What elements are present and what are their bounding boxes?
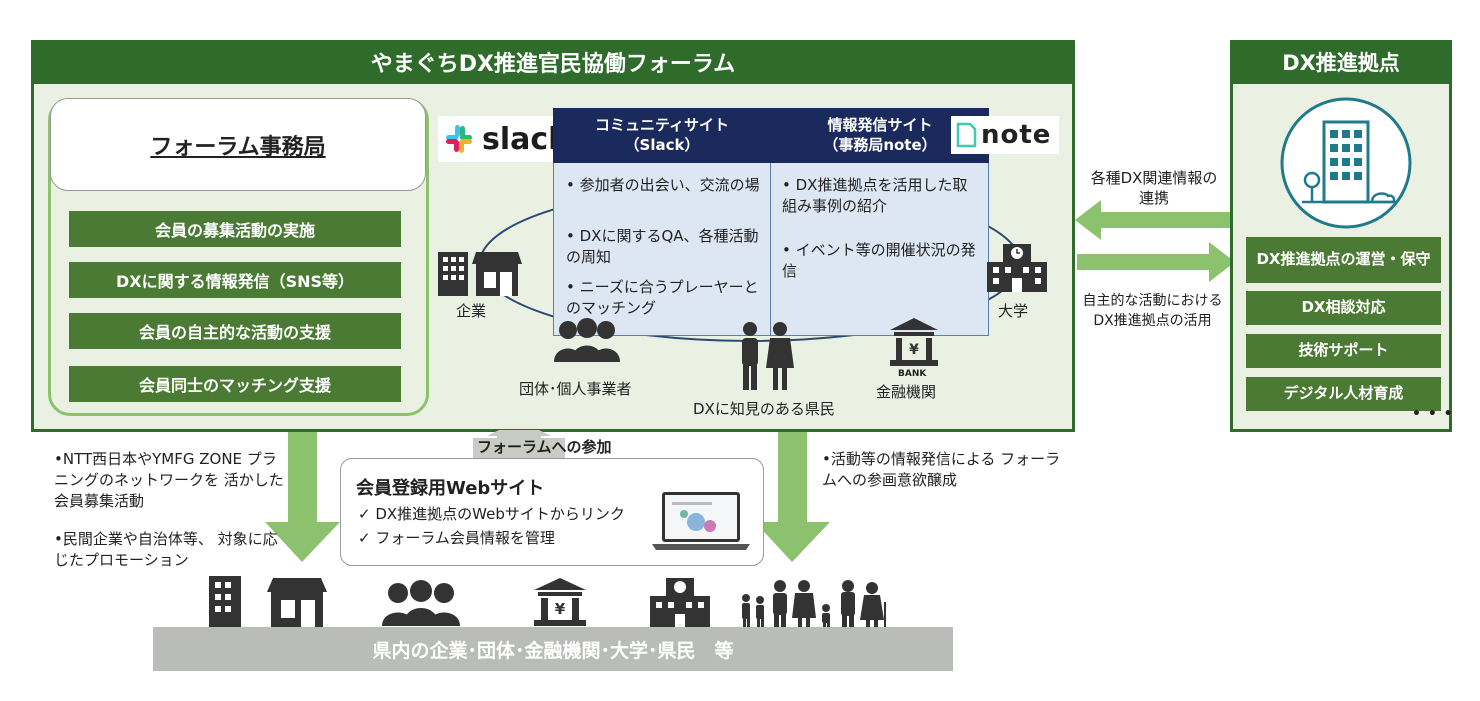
bottom-yen-sign: ¥ <box>555 600 566 618</box>
company-label: 企業 <box>456 302 487 320</box>
participate-label: フォーラムへの参加 <box>477 438 612 456</box>
experts-label: DXに知見のある県民 <box>693 400 835 418</box>
bottom-citizens-icon <box>742 580 886 631</box>
info-bullet: • DX推進拠点を活用した取組み事例の紹介 <box>782 176 968 215</box>
bank-icon: ¥ <box>890 318 938 366</box>
bottom-company-icon <box>209 576 327 628</box>
bank-label: 金融機関 <box>876 383 937 401</box>
hub-title: DX推進拠点 <box>1230 40 1452 84</box>
university-icon <box>987 244 1047 292</box>
yen-sign: ¥ <box>909 342 919 358</box>
info-site-title: 情報発信サイト <box>827 116 933 134</box>
hub-item: デジタル人材育成 <box>1246 377 1441 411</box>
office-task: 会員の自主的な活動の支援 <box>69 313 401 349</box>
bottom-university-icon <box>650 578 710 628</box>
left-note: •NTT西日本やYMFG ZONE プラニングのネットワークを 活かした会員募集… <box>54 450 284 510</box>
arrow-down-left <box>265 432 340 562</box>
hub-building-icon <box>1280 97 1412 229</box>
note-icon <box>956 122 977 148</box>
to-hub-note: 自主的な活動における DX推進拠点の活用 <box>1082 293 1223 329</box>
sites-divider <box>770 163 771 336</box>
bottom-people-icon <box>382 580 460 626</box>
hub-item: 技術サポート <box>1246 334 1441 368</box>
web-item: ✓ DX推進拠点のWebサイトからリンク <box>358 505 625 523</box>
note-wordmark: note <box>981 120 1052 150</box>
to-forum-note: 各種DX関連情報の連携 <box>1090 169 1218 208</box>
slack-icon <box>446 125 472 153</box>
hub-more: • • • <box>1412 406 1454 422</box>
community-bullet: • ニーズに合うプレーヤーとのマッチング <box>566 278 759 317</box>
people-group-icon <box>554 318 620 362</box>
sites-header: コミュニティサイト （Slack） 情報発信サイト （事務局note） <box>553 108 989 163</box>
arrow-to-hub <box>1077 242 1235 282</box>
arrow-to-forum <box>1075 200 1233 240</box>
arrow-down-right <box>755 432 830 562</box>
link-arrows <box>1075 200 1235 282</box>
citizens-icon <box>742 322 794 390</box>
community-bullet: • 参加者の出会い、交流の場 <box>566 176 760 194</box>
laptop-icon <box>652 492 750 550</box>
university-label: 大学 <box>998 302 1029 320</box>
info-site-sub: （事務局note） <box>823 135 937 154</box>
office-title: フォーラム事務局 <box>50 98 426 191</box>
company-icon <box>438 252 522 296</box>
office-task: 会員同士のマッチング支援 <box>69 366 401 402</box>
bank-sign: BANK <box>898 369 927 379</box>
info-bullet: • イベント等の開催状況の発信 <box>782 241 976 280</box>
office-task: 会員の募集活動の実施 <box>69 211 401 247</box>
hub-item: DX推進拠点の運営・保守 <box>1246 237 1441 283</box>
bottom-audience-bar: 県内の企業･団体･金融機関･大学･県民 等 <box>153 627 953 671</box>
bottom-bank-icon: ¥ <box>534 578 586 626</box>
web-item: ✓ フォーラム会員情報を管理 <box>358 529 555 547</box>
right-note: •活動等の情報発信による フォーラムへの参画意欲醸成 <box>822 450 1061 489</box>
left-note: •民間企業や自治体等、 対象に応じたプロモーション <box>54 530 278 569</box>
hub-item: DX相談対応 <box>1246 291 1441 325</box>
community-site-sub: （Slack） <box>624 135 700 154</box>
office-task: DXに関する情報発信（SNS等） <box>69 262 401 298</box>
flow-arrows <box>265 430 830 562</box>
web-title: 会員登録用Webサイト <box>356 478 545 499</box>
forum-title: やまぐちDX推進官民協働フォーラム <box>31 40 1075 84</box>
community-bullet: • DXに関するQA、各種活動の周知 <box>566 227 759 266</box>
community-site-title: コミュニティサイト <box>594 116 730 134</box>
note-logo: note <box>951 116 1059 154</box>
groups-label: 団体･個人事業者 <box>519 380 632 398</box>
